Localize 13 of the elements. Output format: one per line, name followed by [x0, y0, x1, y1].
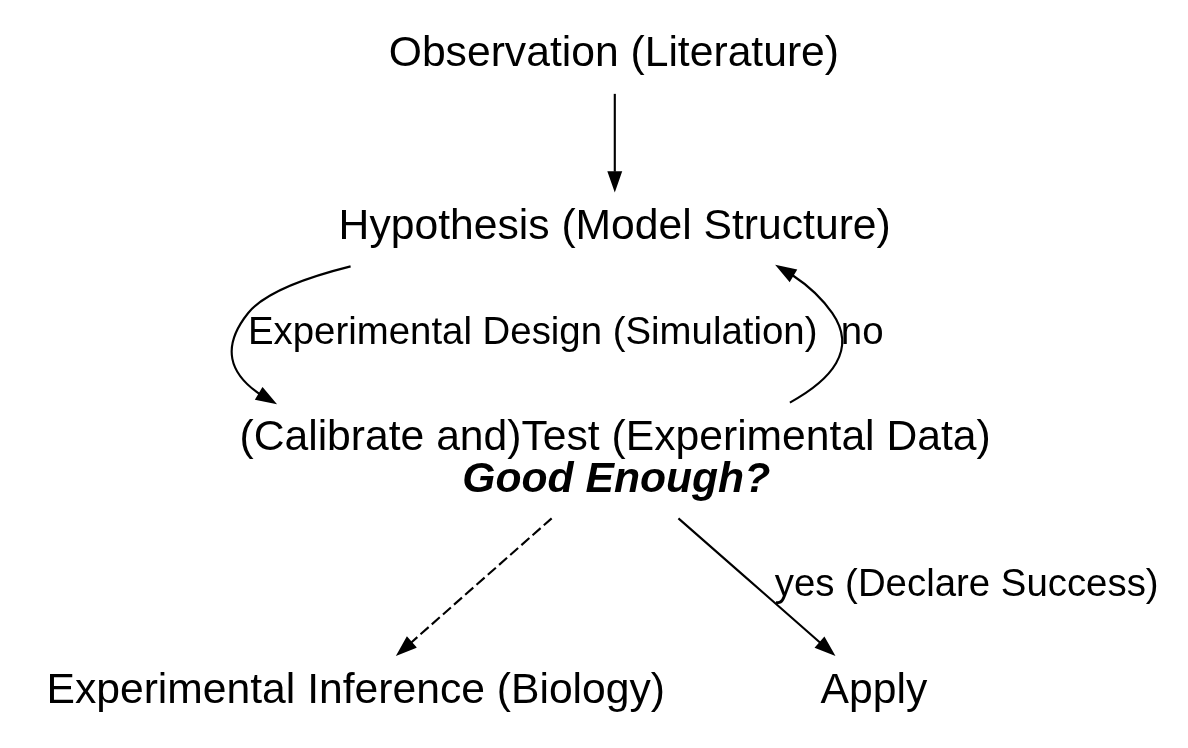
arrow [230, 265, 351, 405]
edge-label: no [840, 308, 884, 352]
node-text: Apply [820, 664, 928, 713]
edge-label: Experimental Design (Simulation) [247, 308, 818, 352]
arrow [775, 264, 844, 404]
node-text: Hypothesis (Model Structure) [338, 199, 891, 248]
edge-label: yes (Declare Success) [774, 560, 1159, 604]
arrow [677, 517, 836, 657]
node-text: Observation (Literature) [388, 26, 840, 75]
node-text: Experimental Inference (Biology) [46, 664, 666, 713]
node-text: (Calibrate and)Test (Experimental Data) Good Enough? [239, 410, 991, 502]
arrow [395, 517, 553, 657]
arrow [607, 93, 623, 193]
